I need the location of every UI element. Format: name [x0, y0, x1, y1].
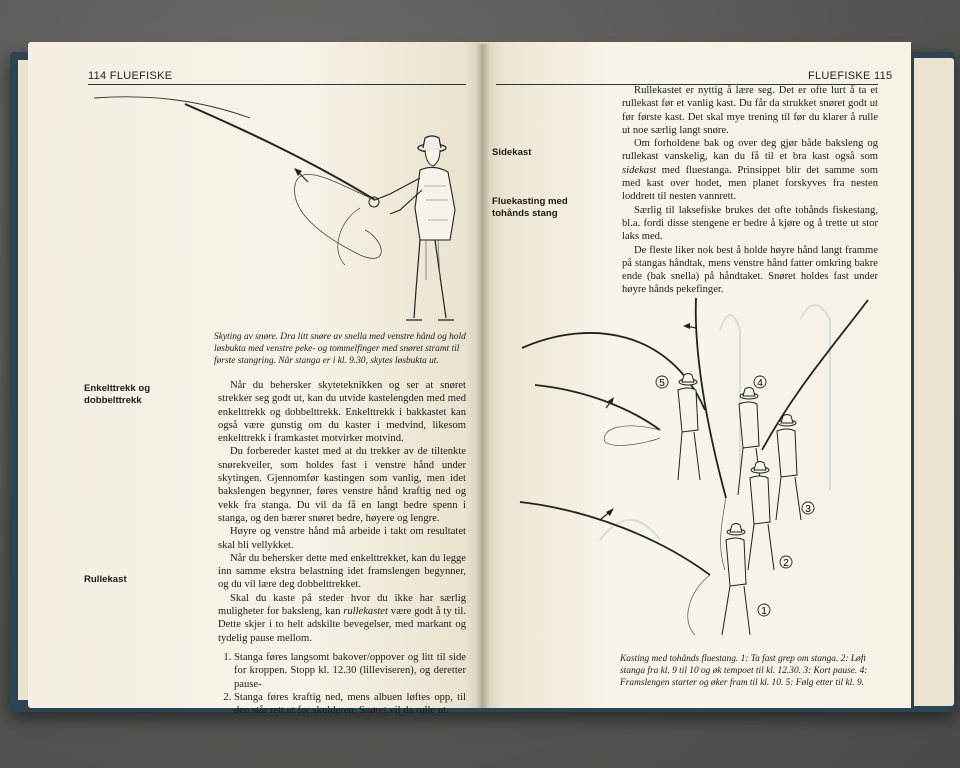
left-page-number: 114 [88, 70, 107, 82]
paragraph: Du forbereder kastet med at du trekker a… [218, 446, 466, 524]
figure-label-1: 1 [761, 606, 767, 617]
right-header-title: FLUEFISKE [808, 70, 871, 82]
sidehead-enkelttrekk: Enkelttrekk og dobbelttrekk [84, 383, 151, 406]
figure-label-2: 2 [783, 558, 789, 569]
left-figure-caption: Skyting av snøre. Dra litt snøre av snel… [214, 332, 466, 366]
figure-label-3: 3 [805, 504, 811, 515]
left-running-head: 114 FLUEFISKE [88, 70, 172, 82]
right-figure-caption: Kasting med tohånds fluestang. 1: Ta fas… [620, 654, 868, 688]
paragraph: Særlig til laksefiske brukes det ofte to… [622, 204, 878, 243]
left-header-rule [88, 84, 466, 85]
paragraph: Når du behersker skyteteknikken og ser a… [218, 380, 466, 445]
sidehead-tohands: Fluekasting med tohånds stang [492, 196, 568, 219]
right-body-text: Rullekastet er nyttig å lære seg. Det er… [622, 84, 878, 297]
sidehead-sidekast: Sidekast [492, 147, 532, 158]
left-header-title: FLUEFISKE [109, 70, 173, 82]
figure-label-5: 5 [659, 378, 665, 389]
right-page-number: 115 [873, 70, 893, 82]
right-header-rule [496, 84, 878, 85]
rullekast-steps-list: Stanga føres langsomt bakover/oppover og… [218, 651, 466, 717]
paragraph: Høyre og venstre hånd må arbeide i takt … [218, 526, 466, 551]
page-edges-right [914, 58, 954, 706]
paragraph-sidekast: Om forholdene bak og over deg gjør både … [622, 138, 878, 203]
paragraph: Rullekastet er nyttig å lære seg. Det er… [622, 85, 878, 136]
left-body-text: Når du behersker skyteteknikken og ser a… [218, 379, 466, 717]
two-handed-casting-illustration: 1 2 3 4 5 [519, 297, 869, 636]
left-page [28, 42, 483, 708]
paragraph: Når du behersker dette med enkelttrekket… [218, 552, 466, 591]
paragraph-rullekast-intro: Skal du kaste på steder hvor du ikke har… [218, 592, 466, 644]
figure-label-4: 4 [757, 378, 763, 389]
right-page [483, 42, 911, 708]
paragraph: De fleste liker nok best å holde høyre h… [622, 244, 878, 296]
list-item: Stanga føres kraftig ned, mens albuen lø… [234, 691, 466, 718]
sidehead-rullekast: Rullekast [84, 574, 127, 585]
right-running-head: FLUEFISKE 115 [808, 70, 892, 82]
list-item: Stanga føres langsomt bakover/oppover og… [234, 651, 466, 691]
angler-shooting-line-illustration [93, 96, 456, 321]
